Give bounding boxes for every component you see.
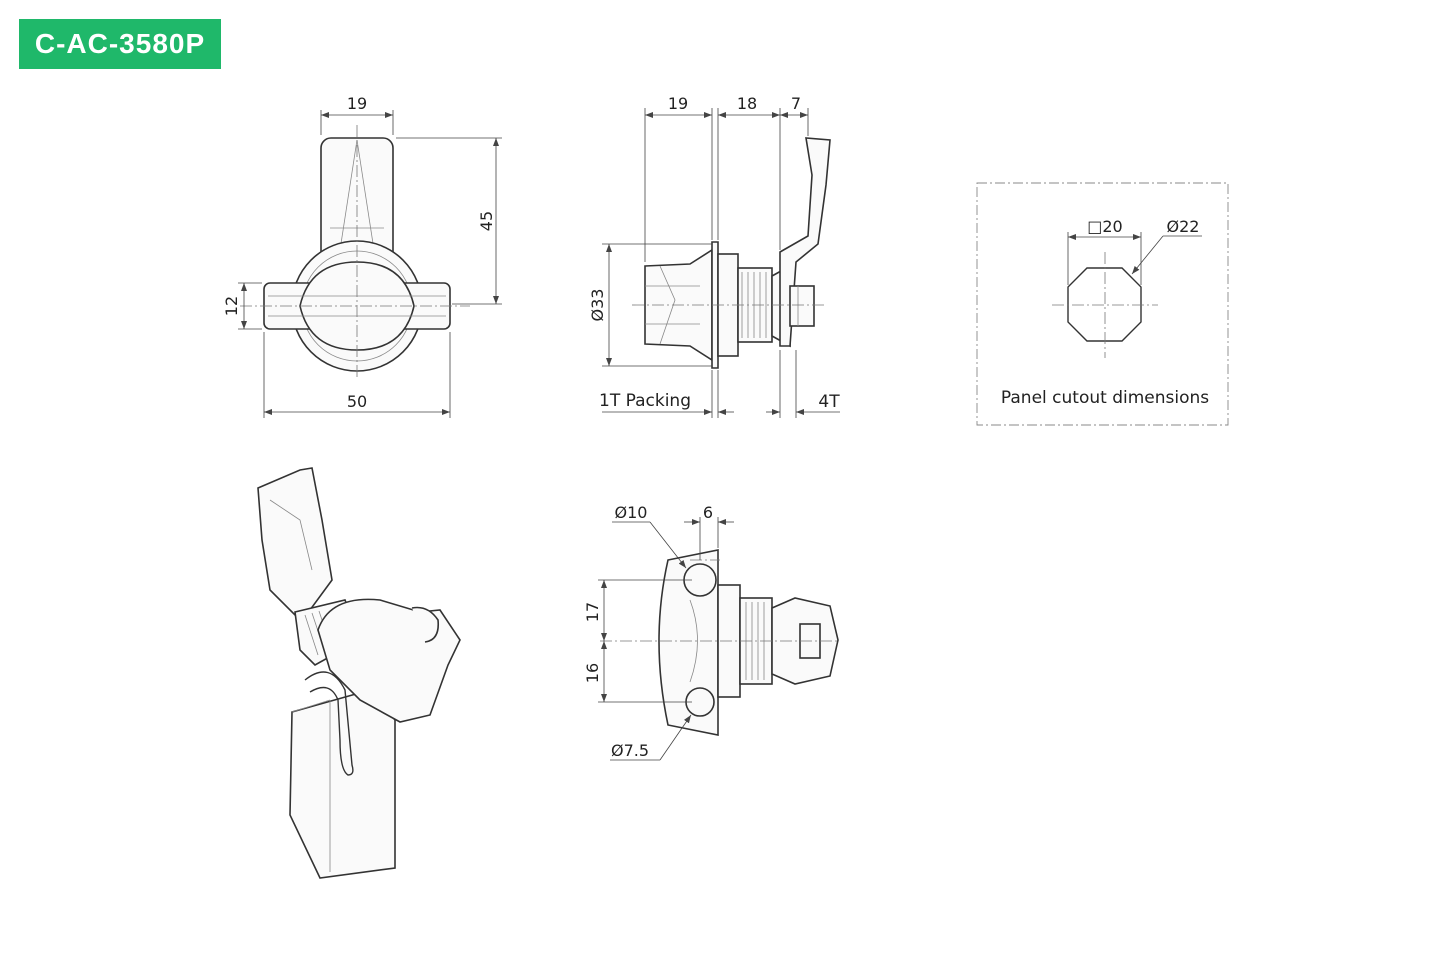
dim-side-d2: 18 bbox=[737, 94, 757, 113]
model-badge: C-AC-3580P bbox=[19, 19, 221, 69]
dim-front-width: 19 bbox=[347, 94, 367, 113]
dim-front-height: 45 bbox=[477, 211, 496, 231]
dim-hole-small: Ø7.5 bbox=[611, 741, 649, 760]
iso-hook bbox=[411, 606, 440, 643]
dim-offset: 6 bbox=[703, 503, 713, 522]
dim-cutout-diameter: Ø22 bbox=[1167, 217, 1200, 236]
dim-side-d1: 19 bbox=[668, 94, 688, 113]
isometric-view bbox=[257, 467, 461, 879]
label-thickness: 4T bbox=[818, 392, 840, 412]
cutout-shape bbox=[1067, 267, 1142, 342]
label-packing: 1T Packing bbox=[599, 391, 691, 411]
dim-lower: 16 bbox=[583, 663, 602, 683]
iso-shackle bbox=[304, 671, 354, 776]
iso-padlock-body bbox=[289, 689, 396, 879]
panel-cutout: □20 Ø22 Panel cutout dimensions bbox=[976, 182, 1229, 426]
dim-side-diameter: Ø33 bbox=[588, 289, 607, 322]
bottom-view: Ø10 6 17 16 Ø7.5 bbox=[583, 503, 840, 761]
side-view: 19 18 7 Ø33 1T Packing 4T bbox=[588, 94, 840, 418]
dim-front-total-width: 50 bbox=[347, 392, 367, 411]
model-number: C-AC-3580P bbox=[34, 28, 206, 59]
side-spindle bbox=[789, 285, 815, 327]
dim-upper: 17 bbox=[583, 602, 602, 622]
dim-side-d3: 7 bbox=[791, 94, 801, 113]
dim-front-bar-height: 12 bbox=[222, 296, 241, 316]
cutout-frame bbox=[976, 182, 1229, 426]
iso-lever bbox=[257, 467, 333, 616]
cutout-caption: Panel cutout dimensions bbox=[1001, 388, 1209, 408]
dim-cutout-square: □20 bbox=[1087, 217, 1122, 236]
dim-hole-large: Ø10 bbox=[615, 503, 648, 522]
front-view: 19 45 12 50 bbox=[222, 94, 502, 418]
